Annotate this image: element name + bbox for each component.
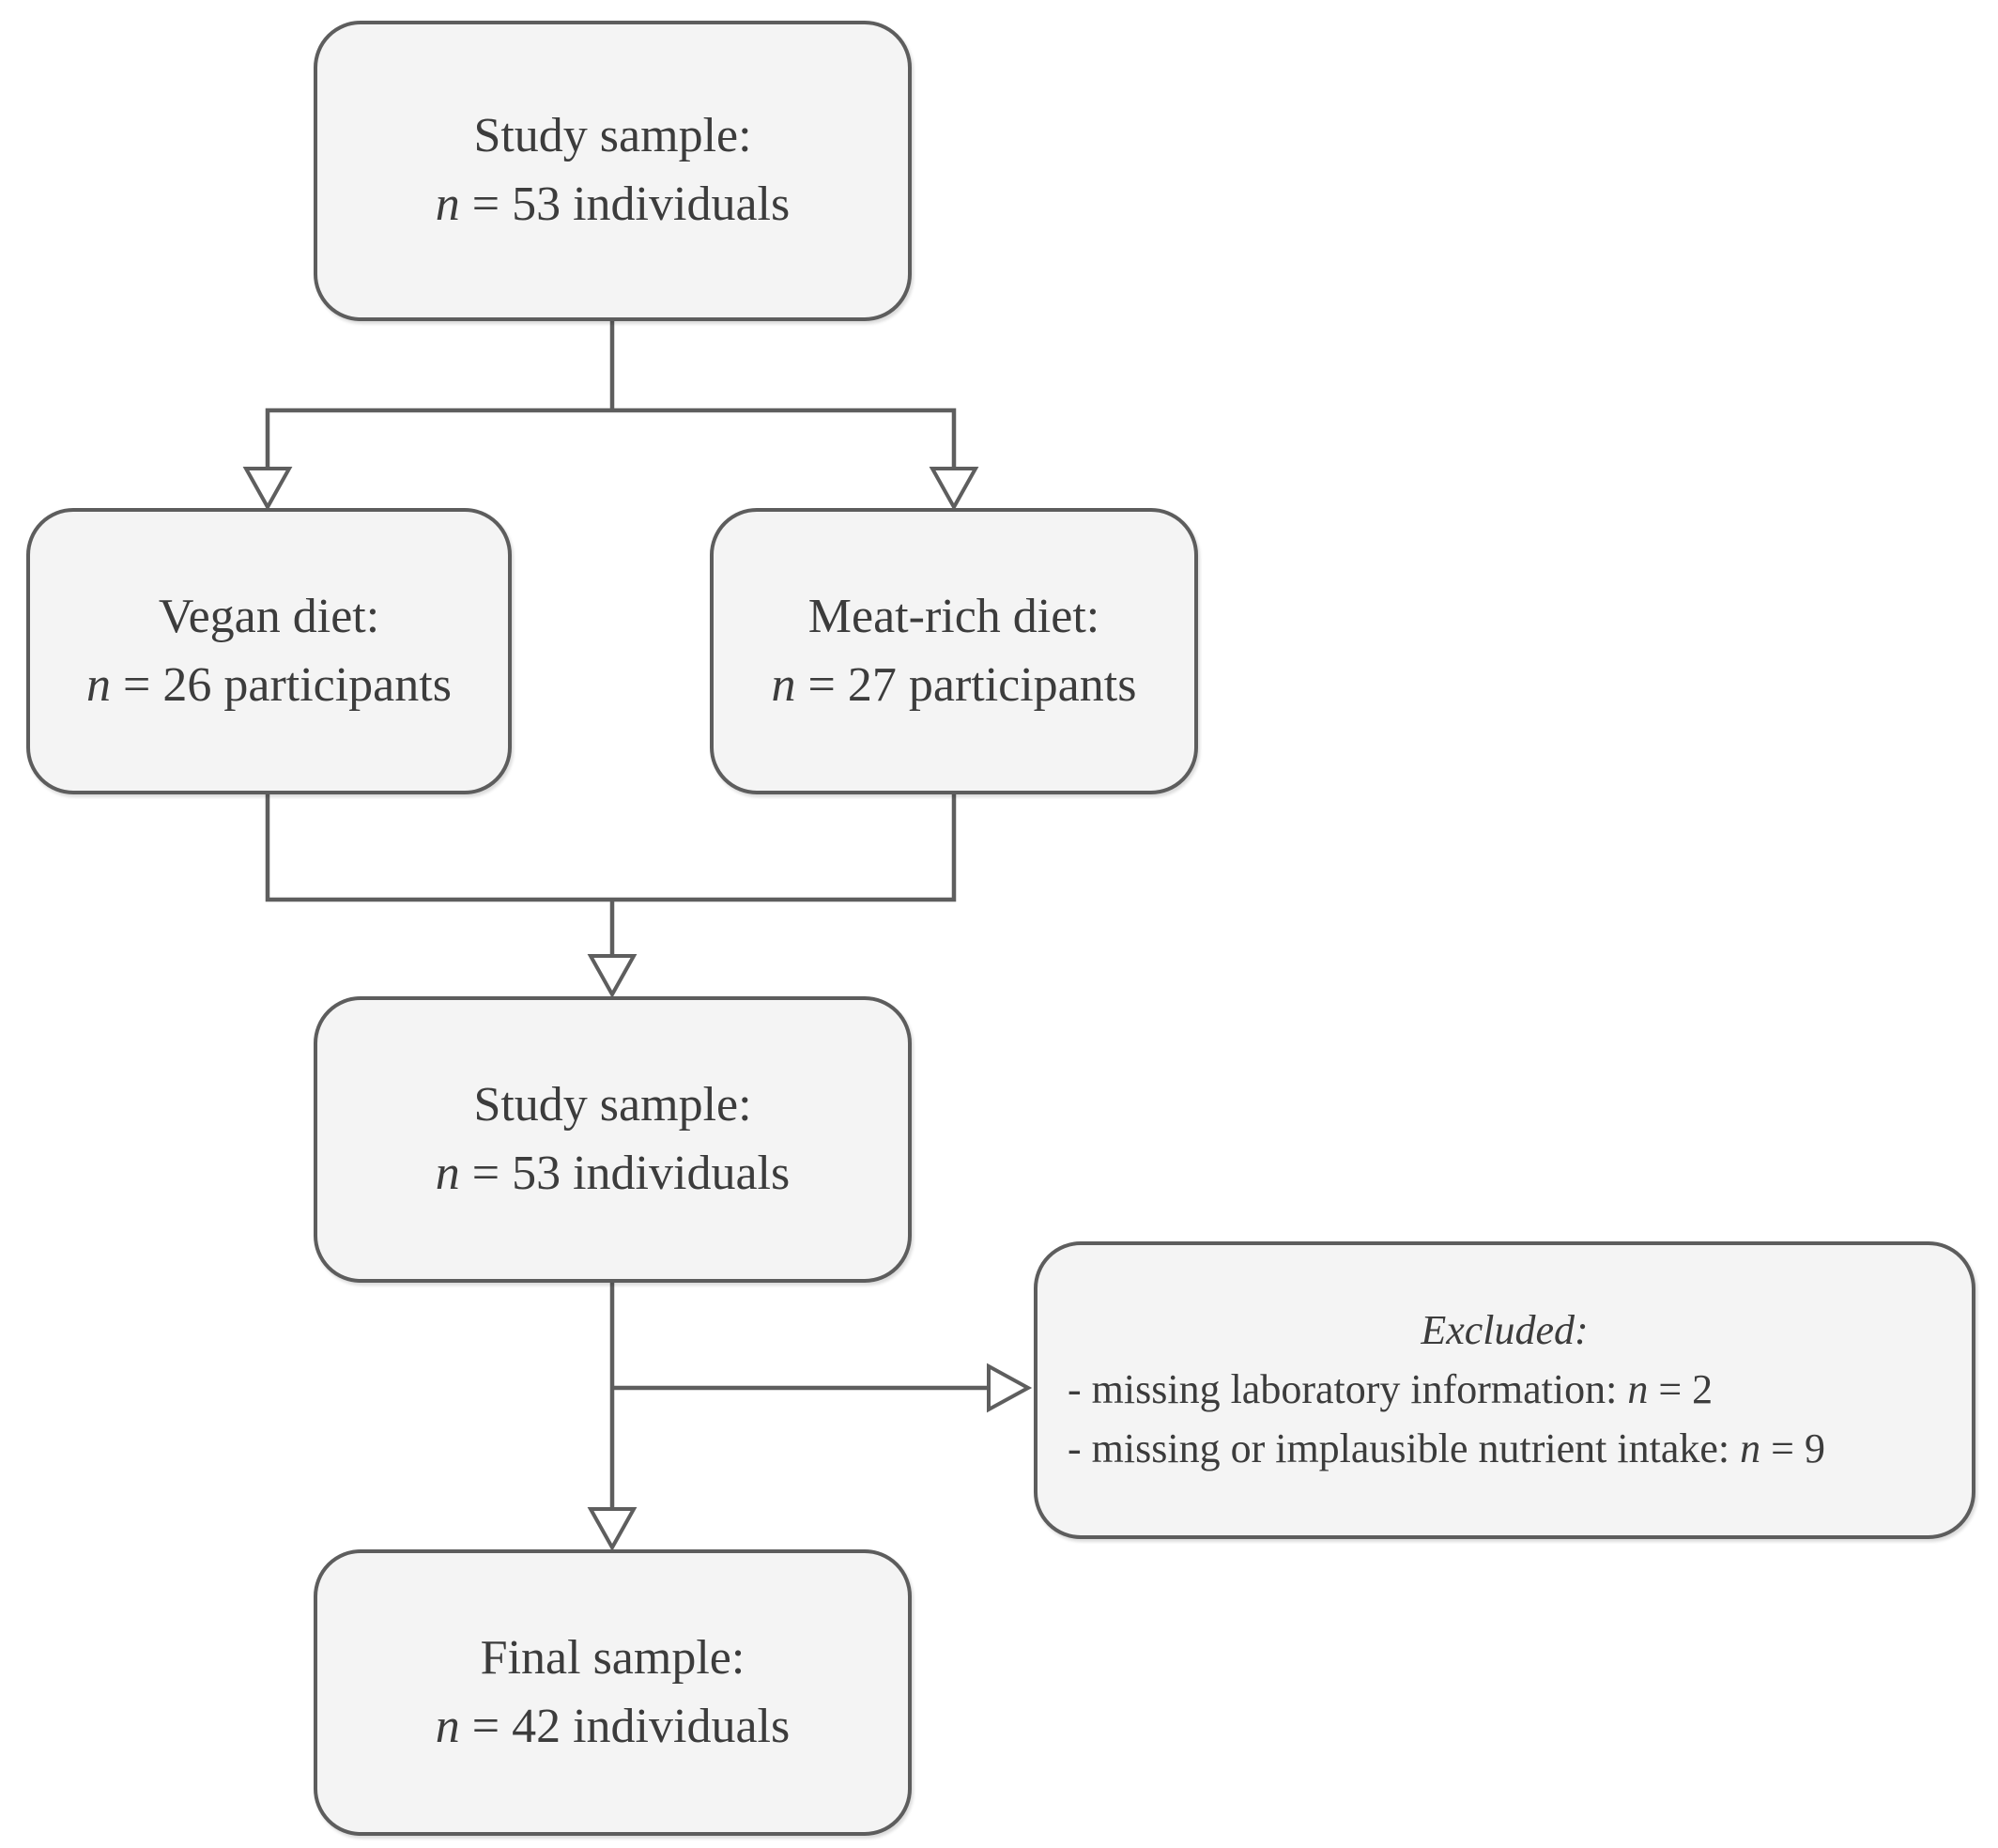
node-excluded: Excluded: - missing laboratory informati… (1034, 1241, 1975, 1539)
node-study-sample-top-title: Study sample: (473, 109, 752, 163)
edge-split-bar (265, 408, 957, 469)
node-vegan-diet-title: Vegan diet: (158, 589, 380, 643)
n-symbol: n (435, 177, 460, 231)
arrowhead-down-meat-icon (929, 467, 979, 512)
node-study-sample-mid-count: n = 53 individuals (436, 1140, 790, 1209)
node-study-sample-top: Study sample: n = 53 individuals (314, 21, 912, 321)
count-text: = 26 participants (111, 657, 452, 712)
node-excluded-title: Excluded: (1421, 1307, 1589, 1354)
edge-merge-bar (265, 793, 957, 902)
excluded-item-text: - missing laboratory information: (1068, 1366, 1628, 1413)
arrowhead-right-excluded-icon (987, 1363, 1033, 1413)
n-symbol: n (1740, 1424, 1761, 1471)
n-symbol: n (435, 1146, 460, 1200)
count-text: = 27 participants (795, 657, 1137, 712)
node-meat-rich-diet-count: n = 27 participants (772, 652, 1137, 720)
count-text: = 9 (1760, 1424, 1825, 1471)
node-final-sample: Final sample: n = 42 individuals (314, 1549, 912, 1836)
node-final-sample-title: Final sample: (480, 1630, 745, 1685)
arrowhead-down-final-icon (587, 1507, 638, 1552)
n-symbol: n (771, 657, 796, 712)
n-symbol: n (435, 1699, 460, 1753)
excluded-item-text: - missing or implausible nutrient intake… (1068, 1424, 1741, 1471)
excluded-item-lab-info: - missing laboratory information: n = 2 (1068, 1361, 1942, 1420)
node-study-sample-mid: Study sample: n = 53 individuals (314, 996, 912, 1283)
count-text: = 53 individuals (459, 1146, 791, 1200)
node-vegan-diet: Vegan diet: n = 26 participants (26, 508, 512, 794)
count-text: = 2 (1648, 1366, 1714, 1413)
n-symbol: n (86, 657, 112, 712)
arrowhead-down-sample-icon (587, 954, 638, 999)
n-symbol: n (1627, 1366, 1649, 1413)
count-text: = 42 individuals (459, 1699, 791, 1753)
node-study-sample-mid-title: Study sample: (473, 1077, 752, 1132)
arrowhead-down-vegan-icon (242, 467, 293, 512)
node-vegan-diet-count: n = 26 participants (86, 652, 452, 720)
node-study-sample-top-count: n = 53 individuals (436, 171, 790, 239)
count-text: = 53 individuals (459, 177, 791, 231)
node-meat-rich-diet-title: Meat-rich diet: (807, 589, 1100, 643)
excluded-item-nutrient-intake: - missing or implausible nutrient intake… (1068, 1420, 1942, 1479)
node-meat-rich-diet: Meat-rich diet: n = 27 participants (710, 508, 1198, 794)
node-final-sample-count: n = 42 individuals (436, 1693, 790, 1762)
